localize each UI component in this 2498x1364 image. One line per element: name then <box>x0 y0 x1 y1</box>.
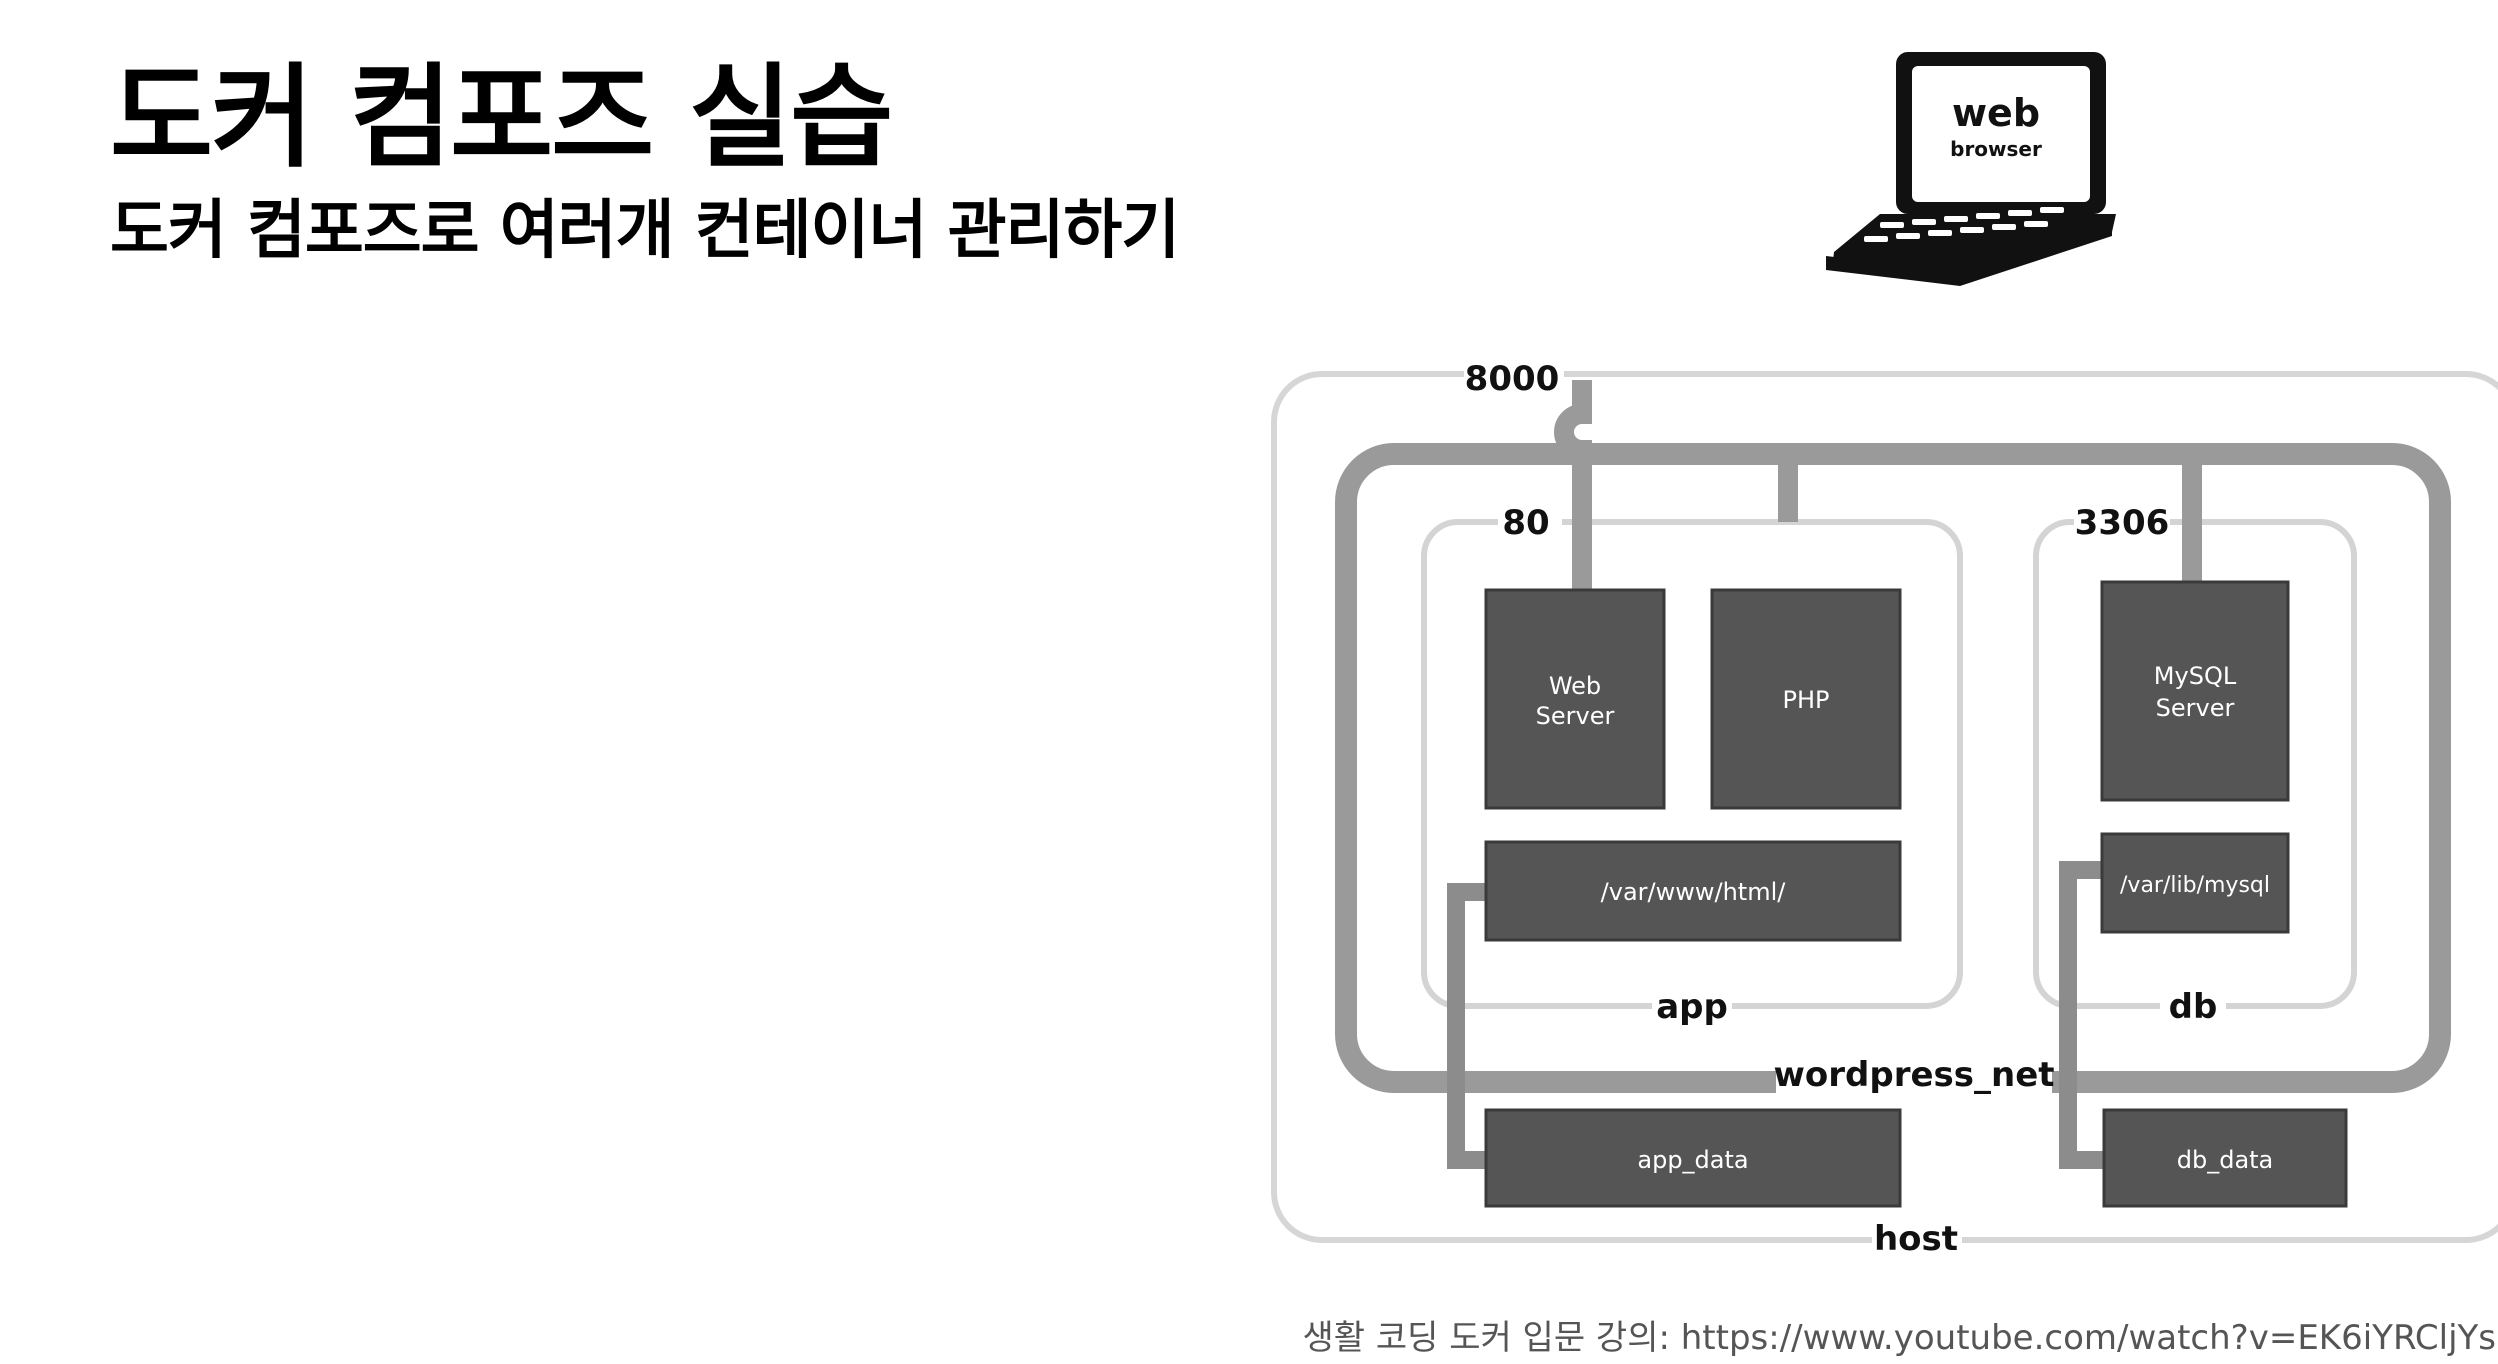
app-data-label: app_data <box>1637 1146 1748 1174</box>
host-label: host <box>1874 1219 1958 1259</box>
web-server-box <box>1484 588 1666 810</box>
port-3306-label: 3306 <box>2075 503 2170 543</box>
port-8000-label: 8000 <box>1465 359 1560 399</box>
laptop-browser-text: browser <box>1950 137 2042 161</box>
web-server-label-2: Server <box>1536 702 1615 730</box>
page-subtitle: 도커 컴포즈로 여러개 컨테이너 관리하기 <box>110 194 1180 268</box>
db-volume-box <box>2100 832 2290 934</box>
port-80-label: 80 <box>1502 503 1549 543</box>
mysql-label-2: Server <box>2156 694 2235 722</box>
mysql-server-box <box>2100 580 2290 802</box>
page-title: 도커 컴포즈 실습 <box>110 53 893 183</box>
port-connector-8000-80 <box>1554 380 1592 590</box>
web-server-label-1: Web <box>1549 672 1601 700</box>
app-volume-mount <box>1447 883 1488 1169</box>
mysql-label-1: MySQL <box>2154 662 2237 690</box>
network-label: wordpress_net <box>1773 1055 2054 1095</box>
app-data-box <box>1484 1108 1902 1208</box>
db-volume-mount <box>2059 861 2104 1169</box>
source-caption: 생활 코딩 도커 입문 강의: https://www.youtube.com/… <box>1302 1318 2496 1358</box>
db-data-box <box>2102 1108 2348 1208</box>
app-container-label: app <box>1656 987 1728 1027</box>
db-volume-label: /var/lib/mysql <box>2120 873 2270 898</box>
laptop-web-text: web <box>1952 91 2040 135</box>
db-data-label: db_data <box>2177 1146 2274 1174</box>
app-volume-box <box>1484 840 1902 942</box>
laptop-icon: web browser <box>1826 52 2116 286</box>
db-container-label: db <box>2169 987 2218 1027</box>
php-box <box>1710 588 1902 810</box>
php-label: PHP <box>1783 686 1830 714</box>
app-volume-label: /var/www/html/ <box>1601 878 1787 906</box>
